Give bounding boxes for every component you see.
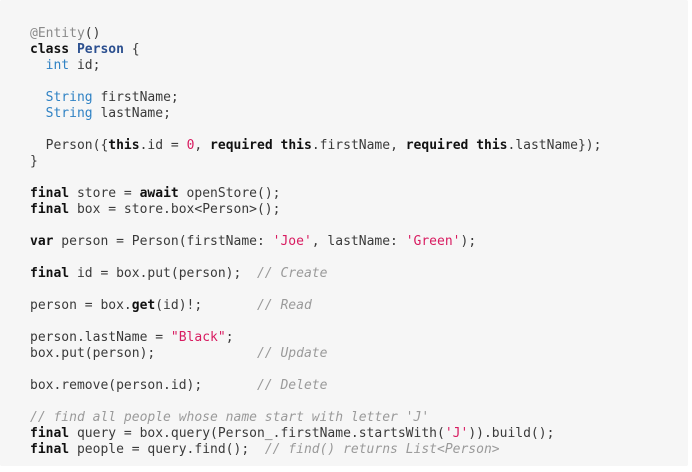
code-line (30, 362, 688, 378)
code-line: String lastName; (30, 106, 688, 122)
code-line: final box = store.box<Person>(); (30, 202, 688, 218)
code-token-plain (30, 58, 46, 73)
code-line (30, 250, 688, 266)
code-token-keyword: final (30, 426, 70, 441)
code-line: final store = await openStore(); (30, 186, 688, 202)
code-token-keyword: final (30, 266, 70, 281)
code-line: final people = query.find(); // find() r… (30, 442, 688, 458)
code-token-plain: box = store.box<Person>(); (69, 202, 281, 217)
code-line: // find all people whose name start with… (30, 410, 688, 426)
code-token-plain: .firstName, (311, 138, 406, 153)
code-line (30, 74, 688, 90)
code-token-plain: ); (460, 234, 477, 249)
code-token-string: 'J' (444, 426, 469, 441)
code-token-plain: id = box.put(person); (69, 266, 257, 281)
code-token-plain: store = (69, 186, 140, 201)
code-token-string: "Black" (170, 330, 226, 345)
code-token-string: 'Green' (405, 234, 461, 249)
code-line: box.remove(person.id); // Delete (30, 378, 688, 394)
code-token-type: int (45, 58, 70, 73)
code-line (30, 170, 688, 186)
code-token-type: String (45, 106, 93, 121)
code-token-plain: Person({ (30, 138, 109, 153)
code-token-plain: box.put(person); (30, 346, 257, 361)
code-line: String firstName; (30, 90, 688, 106)
code-line (30, 394, 688, 410)
code-token-keyword: var (30, 234, 54, 249)
code-token-comment: // Update (256, 346, 328, 361)
code-token-keyword: final (30, 442, 70, 457)
code-line (30, 282, 688, 298)
code-token-plain (468, 138, 476, 153)
code-line (30, 122, 688, 138)
code-token-number: 0 (186, 138, 195, 153)
code-line: int id; (30, 58, 688, 74)
code-token-plain: { (123, 42, 140, 57)
code-token-plain: person = Person(firstName: (53, 234, 273, 249)
code-token-keyword: await (139, 186, 179, 201)
code-token-plain: lastName; (92, 106, 171, 121)
code-token-plain (273, 138, 281, 153)
code-token-plain: openStore(); (178, 186, 281, 201)
code-token-comment: // find() returns List<Person> (264, 442, 500, 457)
code-line: person = box.get(id)!; // Read (30, 298, 688, 314)
code-token-plain: box.remove(person.id); (30, 378, 257, 393)
code-line: final query = box.query(Person_.firstNam… (30, 426, 688, 442)
code-token-plain (30, 90, 46, 105)
code-token-plain: person = box. (30, 298, 132, 313)
code-token-comment: // Delete (256, 378, 328, 393)
code-token-plain: )).build(); (468, 426, 555, 441)
code-line (30, 218, 688, 234)
code-token-plain: query = box.query(Person_.firstName.star… (69, 426, 445, 441)
code-line: var person = Person(firstName: 'Joe', la… (30, 234, 688, 250)
code-token-plain: } (30, 154, 38, 169)
code-token-plain: () (84, 26, 101, 41)
code-token-keyword: this (108, 138, 140, 153)
code-token-plain: person.lastName = (30, 330, 171, 345)
code-token-plain: .id = (139, 138, 187, 153)
code-line: Person({this.id = 0, required this.first… (30, 138, 688, 154)
code-token-keyword: class (30, 42, 70, 57)
code-token-plain (69, 42, 77, 57)
code-token-plain: people = query.find(); (69, 442, 265, 457)
code-line: final id = box.put(person); // Create (30, 266, 688, 282)
code-token-plain: id; (69, 58, 101, 73)
code-line (30, 314, 688, 330)
code-token-comment: // Create (256, 266, 328, 281)
code-line: person.lastName = "Black"; (30, 330, 688, 346)
code-line: @Entity() (30, 26, 688, 42)
code-token-plain: , lastName: (311, 234, 406, 249)
code-line: class Person { (30, 42, 688, 58)
code-token-plain: .lastName}); (507, 138, 602, 153)
code-token-keyword: final (30, 186, 70, 201)
code-token-plain: firstName; (92, 90, 179, 105)
code-token-keyword: required (405, 138, 469, 153)
code-token-plain: , (194, 138, 211, 153)
code-token-keyword: required (210, 138, 273, 153)
code-line: box.put(person); // Update (30, 346, 688, 362)
code-token-keyword: final (30, 202, 70, 217)
code-line: } (30, 154, 688, 170)
code-token-comment: // find all people whose name start with… (30, 410, 430, 425)
code-token-plain: (id)!; (155, 298, 257, 313)
code-token-keyword: this (280, 138, 312, 153)
code-token-class-name: Person (76, 42, 124, 57)
code-token-method-bold: get (131, 298, 156, 313)
code-token-keyword: this (476, 138, 508, 153)
code-token-type: String (45, 90, 93, 105)
code-token-plain: ; (225, 330, 234, 345)
code-token-annotation: @Entity (30, 26, 85, 41)
code-token-comment: // Read (256, 298, 312, 313)
code-token-plain (30, 106, 46, 121)
code-token-string: 'Joe' (272, 234, 312, 249)
